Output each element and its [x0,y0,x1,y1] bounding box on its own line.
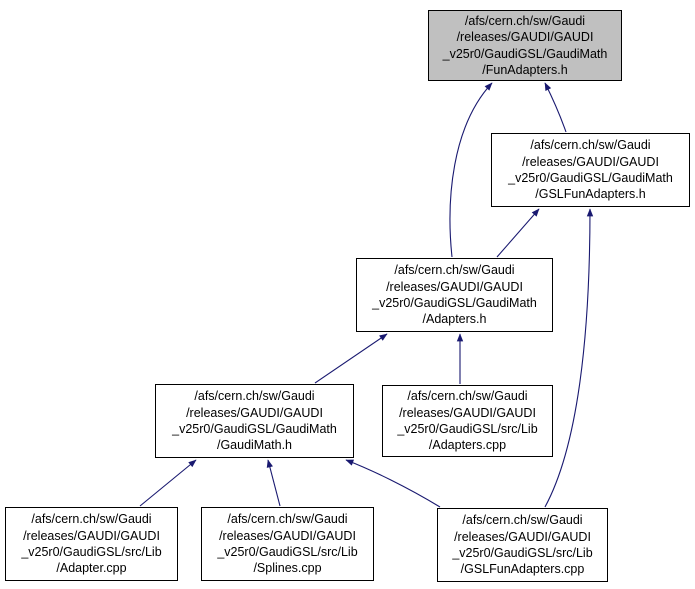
node-label-line: /afs/cern.ch/sw/Gaudi [227,512,348,527]
node-label-line: /FunAdapters.h [482,62,568,77]
node-label-line: _v25r0/GaudiGSL/GaudiMath [508,171,673,185]
node-label-line: /GSLFunAdapters.cpp [460,562,585,577]
node-label-line: /afs/cern.ch/sw/Gaudi [464,13,586,28]
node-label-line: /afs/cern.ch/sw/Gaudi [462,513,583,528]
node-label-line: /Splines.cpp [253,561,322,576]
graph-node-gslfunadapters-cpp[interactable]: /afs/cern.ch/sw/Gaudi /releases/GAUDI/GA… [437,508,608,582]
node-label-line: /releases/GAUDI/GAUDI [186,405,323,420]
node-label-line: /afs/cern.ch/sw/Gaudi [194,389,315,404]
edge-gslfunadapters-h-to-funadapters-h [544,82,567,133]
edge-adapters-h-to-funadapters-h [449,82,493,258]
edge-adapters-h-to-gslfunadapters-h [496,208,540,258]
edge-adapter-cpp-to-gaudimath-h [139,459,197,507]
node-label-line: /GSLFunAdapters.h [535,187,646,202]
edge-gslfunadapters-cpp-to-gaudimath-h [345,459,441,508]
node-label-line: /Adapters.h [422,312,487,327]
node-label-line: _v25r0/GaudiGSL/src/Lib [452,546,593,560]
node-label-line: /Adapter.cpp [56,561,127,576]
graph-node-funadapters-h[interactable]: /afs/cern.ch/sw/Gaudi /releases/GAUDI/GA… [428,10,622,81]
node-label-line: /afs/cern.ch/sw/Gaudi [394,263,515,278]
node-label-line: /releases/GAUDI/GAUDI [219,528,356,543]
graph-node-splines-cpp[interactable]: /afs/cern.ch/sw/Gaudi /releases/GAUDI/GA… [201,507,374,581]
node-label-line: /releases/GAUDI/GAUDI [386,279,523,294]
node-label-line: /releases/GAUDI/GAUDI [399,405,536,420]
edge-splines-cpp-to-gaudimath-h [266,459,281,507]
node-label-line: /afs/cern.ch/sw/Gaudi [530,138,651,153]
graph-node-gslfunadapters-h[interactable]: /afs/cern.ch/sw/Gaudi /releases/GAUDI/GA… [491,133,690,207]
graph-node-gaudimath-h[interactable]: /afs/cern.ch/sw/Gaudi /releases/GAUDI/GA… [155,384,354,458]
node-label-line: /releases/GAUDI/GAUDI [23,528,160,543]
node-label-line: /Adapters.cpp [428,438,507,453]
edge-gslfunadapters-cpp-to-gslfunadapters-h [544,208,594,508]
node-label-line: _v25r0/GaudiGSL/src/Lib [21,545,162,559]
node-label-line: _v25r0/GaudiGSL/src/Lib [397,422,538,436]
graph-node-adapters-h[interactable]: /afs/cern.ch/sw/Gaudi /releases/GAUDI/GA… [356,258,553,332]
node-label-line: /releases/GAUDI/GAUDI [456,30,594,45]
graph-node-adapter-cpp[interactable]: /afs/cern.ch/sw/Gaudi /releases/GAUDI/GA… [5,507,178,581]
node-label-line: _v25r0/GaudiGSL/GaudiMath [172,422,337,436]
node-label-line: _v25r0/GaudiGSL/GaudiMath [442,46,608,61]
node-label-line: _v25r0/GaudiGSL/src/Lib [217,545,358,559]
node-label-line: _v25r0/GaudiGSL/GaudiMath [372,296,537,310]
node-label-line: /afs/cern.ch/sw/Gaudi [407,389,528,404]
node-label-line: /afs/cern.ch/sw/Gaudi [31,512,152,527]
edge-gaudimath-h-to-adapters-h [314,333,388,384]
node-label-line: /releases/GAUDI/GAUDI [454,529,591,544]
node-label-line: /GaudiMath.h [216,438,293,453]
graph-node-adapters-cpp[interactable]: /afs/cern.ch/sw/Gaudi /releases/GAUDI/GA… [382,385,553,457]
node-label-line: /releases/GAUDI/GAUDI [522,154,659,169]
